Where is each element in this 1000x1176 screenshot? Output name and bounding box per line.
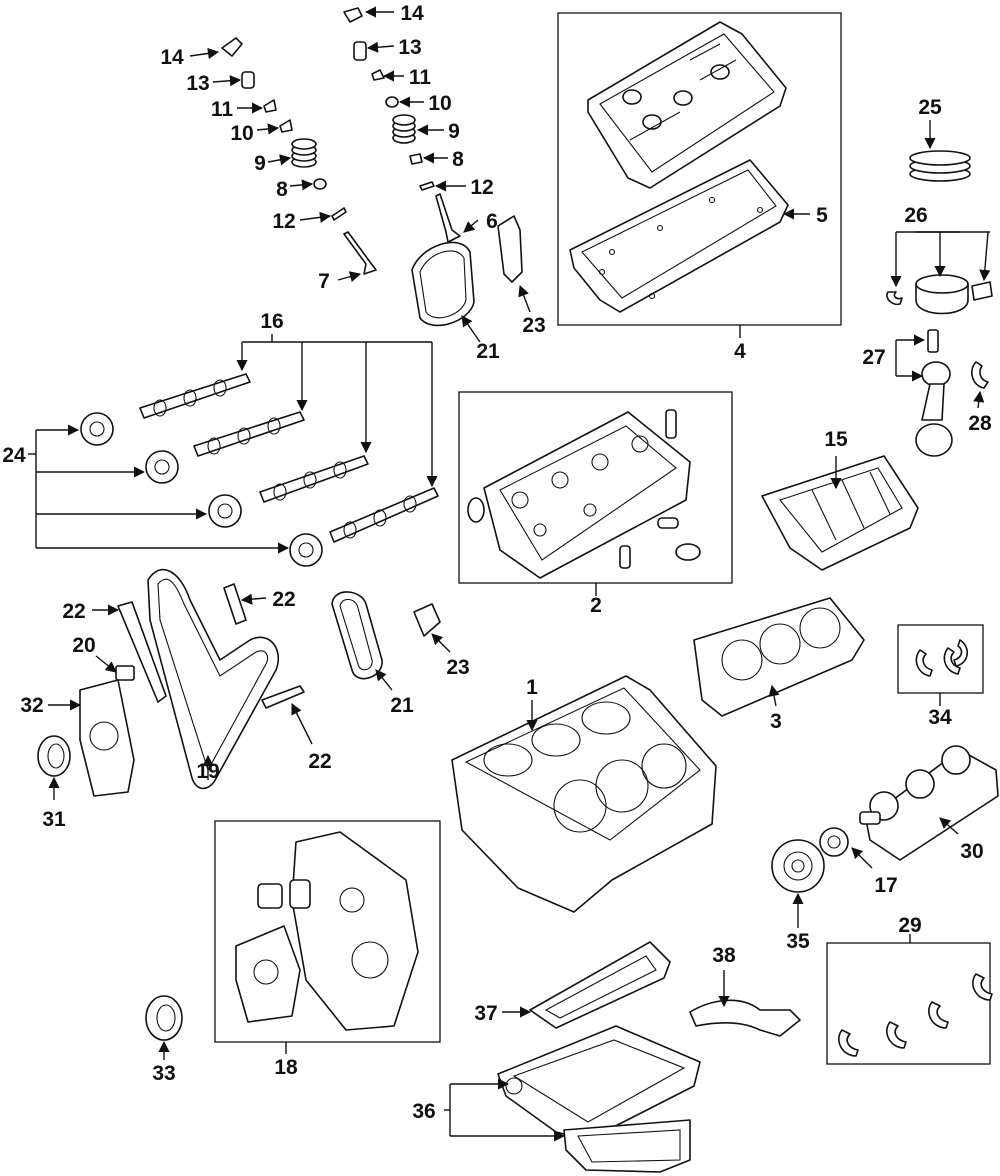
callout-20: 20 (72, 634, 95, 657)
callout-30: 30 (960, 840, 983, 863)
timing-chain-secondary (331, 591, 383, 680)
callout-14-right: 14 (400, 2, 424, 25)
rod-bearing (971, 361, 989, 389)
oil-pickup-tube (689, 999, 801, 1037)
callout-22-top: 22 (272, 588, 295, 611)
callout-13-left: 13 (186, 72, 209, 95)
chain-guide-top (223, 583, 247, 625)
callout-8-left: 8 (276, 178, 288, 201)
crank-sprocket (819, 827, 849, 857)
callout-1: 1 (526, 676, 538, 699)
callout-3: 3 (770, 710, 782, 733)
crank-pulley (771, 839, 825, 893)
callout-28: 28 (968, 412, 992, 435)
chain-guide-lower (261, 685, 305, 709)
callout-27: 27 (862, 346, 885, 369)
callout-15: 15 (824, 428, 848, 451)
callout-2: 2 (590, 594, 602, 617)
timing-chain-main (147, 568, 280, 790)
timing-cover-group-frame (214, 820, 441, 1043)
crank-seal-front (37, 735, 71, 777)
head-gasket (693, 597, 865, 717)
callout-12-left: 12 (272, 210, 295, 233)
thrust-washer-group-frame (897, 624, 984, 694)
oil-baffle (529, 941, 671, 1029)
callout-19: 19 (196, 760, 219, 783)
callout-26: 26 (904, 204, 927, 227)
callout-37: 37 (474, 1002, 497, 1025)
leader-lines (28, 6, 991, 1142)
chain-tensioner-lower (115, 665, 135, 681)
front-cover-plate (79, 679, 135, 797)
main-bearing-group-frame (826, 942, 991, 1065)
valve-train-right (343, 7, 461, 243)
valve-cover-gasket (569, 159, 789, 313)
callout-9-left: 9 (254, 152, 266, 175)
callout-12-right: 12 (470, 176, 493, 199)
cylinder-head (467, 409, 701, 579)
main-bearings (838, 973, 993, 1057)
callout-10-right: 10 (428, 92, 451, 115)
thrust-washers (915, 639, 968, 677)
callout-21-lower: 21 (390, 694, 414, 717)
valve-train-left (221, 37, 377, 275)
valve-cover (587, 21, 787, 189)
callout-18: 18 (274, 1056, 298, 1079)
callout-24: 24 (2, 444, 26, 467)
lower-crankcase (761, 455, 919, 571)
timing-cover (235, 831, 419, 1031)
callout-4: 4 (734, 340, 746, 363)
callout-7: 7 (318, 270, 330, 293)
callout-14-left: 14 (160, 46, 184, 69)
callout-11-left: 11 (211, 98, 234, 121)
valve-cover-group-frame (557, 12, 842, 326)
callout-32: 32 (20, 694, 43, 717)
callout-9-right: 9 (448, 120, 460, 143)
callout-36: 36 (412, 1100, 435, 1123)
callout-35: 35 (786, 930, 810, 953)
callout-6: 6 (486, 210, 498, 233)
callout-11-right: 11 (409, 66, 432, 89)
callout-13-right: 13 (398, 36, 421, 59)
callout-21-upper: 21 (476, 340, 500, 363)
connecting-rod (915, 329, 953, 457)
engine-block (451, 675, 717, 913)
callout-10-left: 10 (230, 122, 253, 145)
piston-rings (909, 150, 971, 182)
callout-29: 29 (898, 914, 921, 937)
oil-pan-upper (497, 1025, 701, 1141)
callout-22-left: 22 (62, 600, 85, 623)
oil-pan-lower (563, 1119, 691, 1173)
callout-38: 38 (712, 944, 736, 967)
callout-8-right: 8 (452, 148, 464, 171)
callout-23-lower: 23 (446, 656, 469, 679)
callout-31: 31 (42, 808, 66, 831)
callout-25: 25 (918, 96, 942, 119)
timing-chain-upper (411, 241, 475, 327)
callout-17: 17 (874, 874, 897, 897)
chain-tensioner-right (413, 603, 441, 637)
callout-labels: 14 14 13 13 11 11 10 10 9 9 8 8 12 12 6 … (2, 2, 992, 1123)
chain-tensioner-upper (497, 215, 523, 283)
callout-5: 5 (816, 204, 828, 227)
callout-34: 34 (928, 706, 952, 729)
crankshaft (859, 745, 999, 861)
camshafts (139, 373, 439, 543)
cam-phasers (80, 412, 323, 567)
crank-seal-rear (145, 995, 183, 1041)
piston (886, 274, 993, 315)
callout-22-lower: 22 (308, 750, 331, 773)
callout-33: 33 (152, 1062, 175, 1085)
chain-guide-left (117, 601, 167, 703)
callout-23-upper: 23 (522, 314, 545, 337)
callout-16: 16 (260, 310, 283, 333)
